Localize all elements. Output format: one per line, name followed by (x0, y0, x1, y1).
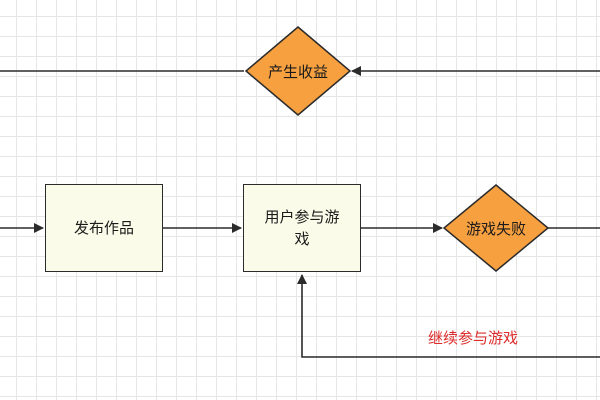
participate-box: 用户参与游戏 (243, 184, 361, 272)
edge-fail-loop-to-participate (297, 274, 600, 358)
revenue-diamond (244, 26, 352, 116)
participate-label: 用户参与游戏 (264, 208, 340, 248)
revenue-label: 产生收益 (267, 62, 328, 81)
fail-label: 游戏失败 (465, 219, 526, 238)
fail-diamond (442, 184, 550, 272)
publish-box: 发布作品 (45, 184, 163, 272)
publish-label: 发布作品 (73, 219, 134, 237)
loop-edge-label: 继续参与游戏 (428, 329, 519, 347)
